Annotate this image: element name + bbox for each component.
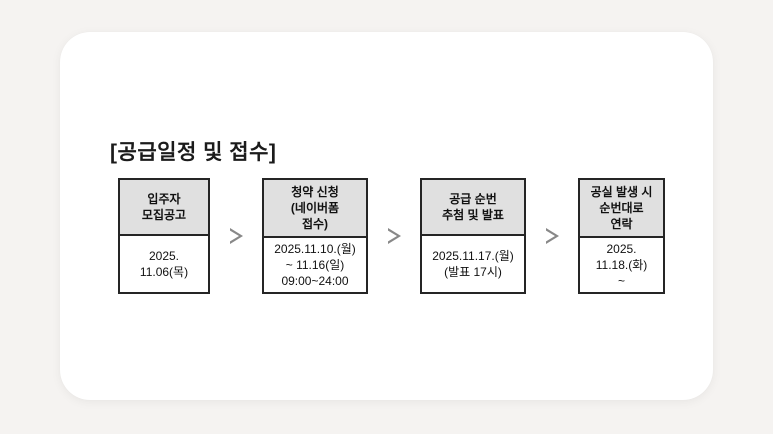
flow-arrow-3 <box>526 178 578 294</box>
triangle-right-outline-icon <box>544 228 559 244</box>
flow-step-4-date: 2025. 11.18.(화) ~ <box>580 238 663 292</box>
triangle-right-outline-icon <box>386 228 401 244</box>
flow-step-2-date: 2025.11.10.(월) ~ 11.16(일) 09:00~24:00 <box>264 238 366 292</box>
flow-step-4-header: 공실 발생 시 순번대로 연락 <box>580 180 663 238</box>
page-title: [공급일정 및 접수] <box>110 141 277 164</box>
flow-step-3: 공급 순번 추첨 및 발표 2025.11.17.(월) (발표 17시) <box>420 178 526 294</box>
flow-step-3-date: 2025.11.17.(월) (발표 17시) <box>422 236 524 292</box>
flow-step-1: 입주자 모집공고 2025. 11.06(목) <box>118 178 210 294</box>
flow-step-1-date: 2025. 11.06(목) <box>120 236 208 292</box>
schedule-flow-diagram: 입주자 모집공고 2025. 11.06(목) 청약 신청 (네이버폼 접수) … <box>118 178 665 294</box>
flow-step-3-header: 공급 순번 추첨 및 발표 <box>422 180 524 236</box>
flow-step-1-header: 입주자 모집공고 <box>120 180 208 236</box>
flow-arrow-1 <box>210 178 262 294</box>
flow-step-2-header: 청약 신청 (네이버폼 접수) <box>264 180 366 238</box>
flow-step-4: 공실 발생 시 순번대로 연락 2025. 11.18.(화) ~ <box>578 178 665 294</box>
triangle-right-outline-icon <box>228 228 243 244</box>
flow-step-2: 청약 신청 (네이버폼 접수) 2025.11.10.(월) ~ 11.16(일… <box>262 178 368 294</box>
flow-arrow-2 <box>368 178 420 294</box>
